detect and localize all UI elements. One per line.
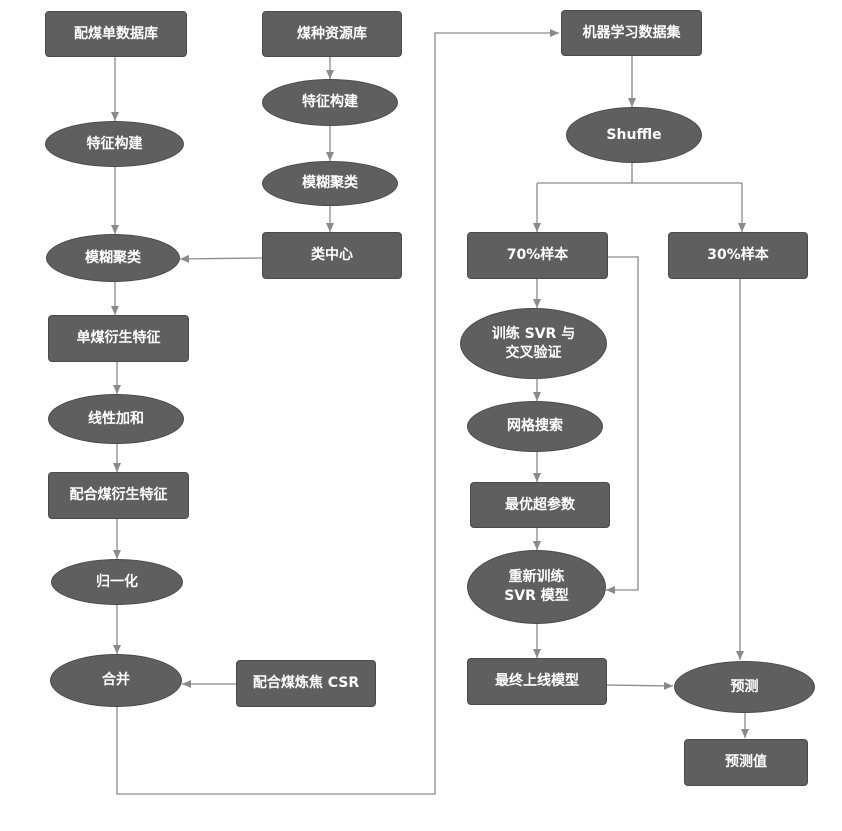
node-final-online-model: 最终上线模型 <box>467 658 607 705</box>
connector-70-to-retrain <box>606 256 639 594</box>
node-grid-search: 网格搜索 <box>467 401 603 452</box>
node-linear-sum: 线性加和 <box>48 394 184 444</box>
node-sample-30: 30%样本 <box>668 232 808 279</box>
node-cluster-center: 类中心 <box>262 232 402 279</box>
node-predicted-values: 预测值 <box>684 739 808 786</box>
node-retrain-svr-model: 重新训练 SVR 模型 <box>467 550 606 624</box>
node-ml-dataset: 机器学习数据集 <box>561 10 702 56</box>
node-feature-building-left: 特征构建 <box>45 121 184 167</box>
connector-center-to-left-cluster <box>179 254 263 263</box>
node-retrain-line1: 重新训练 <box>508 569 565 586</box>
node-retrain-line2: SVR 模型 <box>504 588 569 604</box>
node-train-svr-line1: 训练 SVR 与 <box>491 325 576 342</box>
node-coal-resource-database: 煤种资源库 <box>262 11 402 57</box>
node-sample-70: 70%样本 <box>467 232 608 279</box>
connector-final-model-to-predict <box>606 681 674 690</box>
node-blend-coal-features: 配合煤衍生特征 <box>48 472 189 519</box>
node-blend-coking-csr: 配合煤炼焦 CSR <box>236 660 376 707</box>
node-feature-building-mid: 特征构建 <box>262 79 398 126</box>
node-normalization: 归一化 <box>51 559 183 605</box>
node-fuzzy-clustering-left: 模糊聚类 <box>46 234 180 282</box>
node-single-coal-features: 单煤衍生特征 <box>48 315 189 362</box>
node-fuzzy-clustering-mid: 模糊聚类 <box>262 161 398 206</box>
node-predict: 预测 <box>674 661 815 713</box>
node-merge: 合并 <box>50 654 182 707</box>
node-shuffle: Shuffle <box>566 107 702 163</box>
connector-merge-to-ml-dataset <box>116 29 559 795</box>
node-train-svr-cross-validation: 训练 SVR 与 交叉验证 <box>460 308 607 379</box>
node-train-svr-line2: 交叉验证 <box>505 344 562 361</box>
node-blend-database: 配煤单数据库 <box>45 11 187 57</box>
node-best-hyperparameters: 最优超参数 <box>470 482 610 528</box>
